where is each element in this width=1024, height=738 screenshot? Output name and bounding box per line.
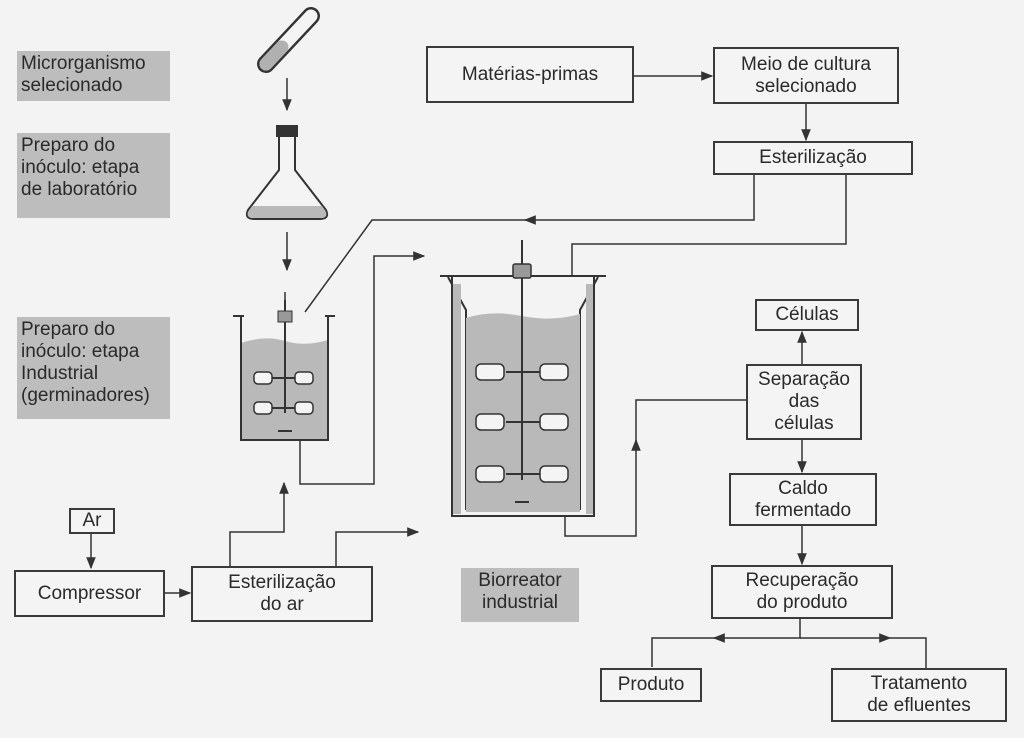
air-sterilization-box: Esterilização do ar (191, 566, 373, 622)
culture-medium-box: Meio de cultura selecionado (713, 47, 899, 104)
product-recovery-box: Recuperação do produto (711, 565, 893, 619)
cells-box: Células (755, 299, 859, 331)
test-tube-icon (257, 7, 320, 73)
raw-materials-box: Matérias-primas (426, 46, 634, 103)
compressor-box: Compressor (14, 570, 165, 617)
connector-lines (86, 71, 927, 668)
label-bioreactor: Biorreator industrial (461, 568, 579, 622)
fermented-broth-box: Caldo fermentado (729, 473, 877, 526)
flask-icon (245, 125, 329, 220)
bioreactor-vessel-icon (440, 240, 606, 517)
label-microorganism: Microrganismo selecionado (17, 51, 170, 101)
air-box: Ar (69, 508, 115, 534)
effluent-treatment-box: Tratamento de efluentes (831, 668, 1007, 722)
germinator-vessel-icon (233, 300, 335, 441)
product-box: Produto (600, 668, 702, 702)
label-inoculum-lab: Preparo do inóculo: etapa de laboratório (17, 133, 170, 218)
sterilization-box: Esterilização (713, 141, 913, 175)
label-inoculum-industrial: Preparo do inóculo: etapa Industrial (ge… (17, 317, 170, 419)
cell-separation-box: Separação das células (746, 364, 862, 440)
